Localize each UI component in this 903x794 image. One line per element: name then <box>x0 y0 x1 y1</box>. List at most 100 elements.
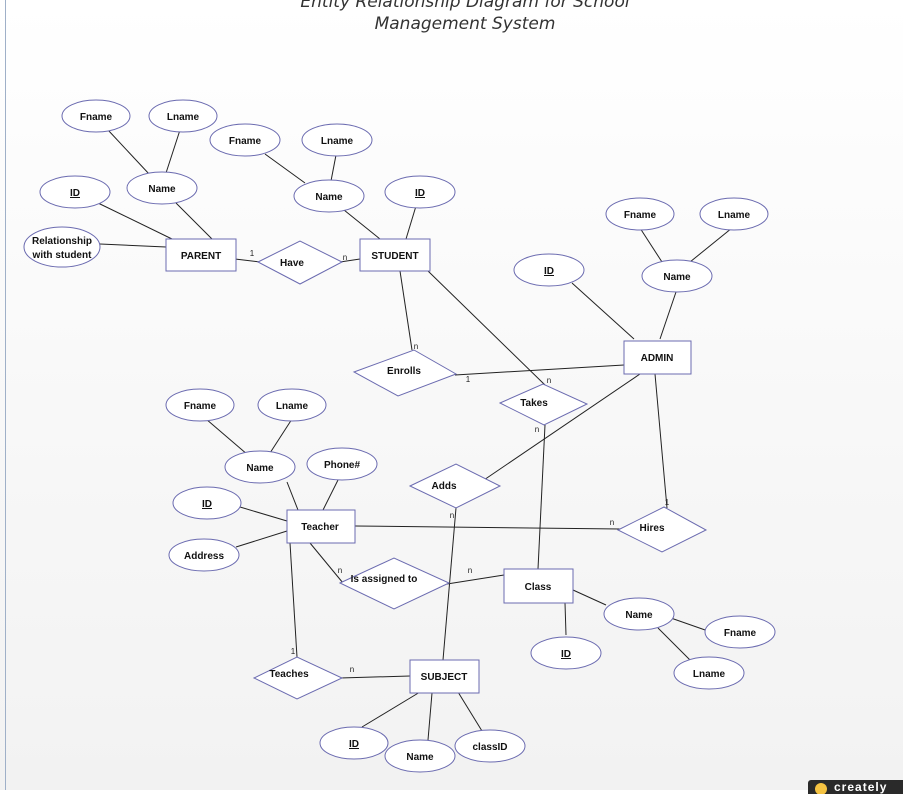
entity-parent <box>165 238 237 272</box>
card-student-takes: n <box>547 376 551 385</box>
attr-teacher-address <box>168 538 240 572</box>
label-rel-is-assigned-to: Is assigned to <box>351 574 418 585</box>
attr-admin-fname <box>605 197 675 231</box>
card-student-enrolls: n <box>414 342 418 351</box>
label-subject-id: ID <box>349 739 359 750</box>
attr-class-id <box>530 636 602 670</box>
line-student-enrolls <box>399 270 413 351</box>
line-teacher-id <box>239 506 288 522</box>
attr-admin-name <box>641 259 713 293</box>
attr-parent-id <box>39 175 111 209</box>
rel-is-assigned-to <box>338 557 451 610</box>
line-teacher-name <box>286 481 299 511</box>
line-subject-name <box>427 692 433 741</box>
attr-admin-id <box>513 253 585 287</box>
label-student-id: ID <box>415 188 425 199</box>
attr-parent-lname <box>148 99 218 133</box>
line-student-fname <box>264 153 306 184</box>
attr-teacher-fname <box>165 388 235 422</box>
line-admin-name <box>659 291 677 340</box>
line-teaches-subject <box>339 675 411 679</box>
line-teacher-lname <box>269 418 293 454</box>
label-class-fname: Fname <box>724 628 757 639</box>
label-parent-id: ID <box>70 188 80 199</box>
line-admin-lname <box>689 227 733 263</box>
card-teacher-assigned: n <box>338 566 342 575</box>
attr-student-fname <box>209 123 281 157</box>
attr-teacher-id <box>172 486 242 520</box>
line-admin-fname <box>639 227 663 263</box>
entity-subject <box>409 659 480 694</box>
line-admin-adds <box>477 373 641 485</box>
line-takes-class <box>537 424 546 570</box>
diagram-title: Entity Relationship Diagram for School M… <box>250 0 680 35</box>
line-parent-name <box>175 202 213 240</box>
line-subject-id <box>361 691 421 728</box>
line-class-name <box>572 589 607 606</box>
attr-class-name <box>603 597 675 631</box>
card-teaches-subject: n <box>350 665 354 674</box>
line-teacher-assigned <box>309 542 344 584</box>
label-teacher-address: Address <box>184 551 224 562</box>
card-adds-subject: n <box>450 511 454 520</box>
card-have-student: n <box>343 253 347 262</box>
card-enrolls-admin: 1 <box>466 375 471 384</box>
attr-teacher-phone <box>306 447 378 481</box>
label-admin-fname: Fname <box>624 210 657 221</box>
label-parent-fname: Fname <box>80 112 113 123</box>
line-subject-classid <box>457 691 483 732</box>
line-parent-have <box>234 258 261 263</box>
card-parent-have: 1 <box>250 249 255 258</box>
connector-lines <box>97 129 733 741</box>
attr-class-fname <box>704 615 776 649</box>
title-line-2: Management System <box>374 14 556 34</box>
line-parent-fname <box>107 129 151 176</box>
label-parent-relationship-2: with student <box>32 250 93 261</box>
card-assigned-class: n <box>468 566 472 575</box>
label-rel-have: Have <box>280 258 304 269</box>
label-subject-name: Name <box>406 752 434 763</box>
label-rel-adds: Adds <box>432 481 457 492</box>
title-line-1: Entity Relationship Diagram for School <box>300 0 630 12</box>
rel-enrolls <box>352 349 458 397</box>
label-entity-subject: SUBJECT <box>421 672 468 683</box>
label-teacher-name: Name <box>246 463 274 474</box>
line-classname-fname <box>667 616 709 632</box>
label-student-lname: Lname <box>321 136 354 147</box>
card-admin-hires: 1 <box>665 498 670 507</box>
attr-class-lname <box>673 656 745 690</box>
rel-have <box>256 240 344 285</box>
rel-hires <box>616 506 708 553</box>
label-admin-lname: Lname <box>718 210 751 221</box>
label-teacher-fname: Fname <box>184 401 217 412</box>
label-class-id: ID <box>561 649 571 660</box>
label-student-fname: Fname <box>229 136 262 147</box>
card-hires-teacher: n <box>610 518 614 527</box>
creately-badge[interactable]: creately <box>808 780 903 794</box>
label-teacher-id: ID <box>202 499 212 510</box>
attr-student-id <box>384 175 456 209</box>
attr-parent-fname <box>61 99 131 133</box>
line-student-takes <box>427 270 546 386</box>
creately-badge-text: creately <box>834 780 888 794</box>
label-entity-parent: PARENT <box>181 251 221 262</box>
label-student-name: Name <box>315 192 343 203</box>
line-student-name <box>343 209 381 240</box>
creately-logo-icon <box>815 783 827 794</box>
label-class-lname: Lname <box>693 669 726 680</box>
attr-subject-classid <box>454 729 526 763</box>
label-admin-name: Name <box>663 272 691 283</box>
entity-class <box>503 568 574 604</box>
line-teacher-teaches <box>289 542 298 658</box>
line-teacher-fname <box>205 418 249 456</box>
line-classname-lname <box>657 627 691 661</box>
label-parent-lname: Lname <box>167 112 200 123</box>
entity-student <box>359 238 431 272</box>
left-border-line <box>5 0 6 790</box>
line-parent-relationship <box>99 243 167 248</box>
line-teacher-phone <box>322 479 339 511</box>
line-admin-id <box>571 282 635 340</box>
attr-parent-relationship <box>23 226 101 268</box>
line-parent-id <box>97 202 173 240</box>
